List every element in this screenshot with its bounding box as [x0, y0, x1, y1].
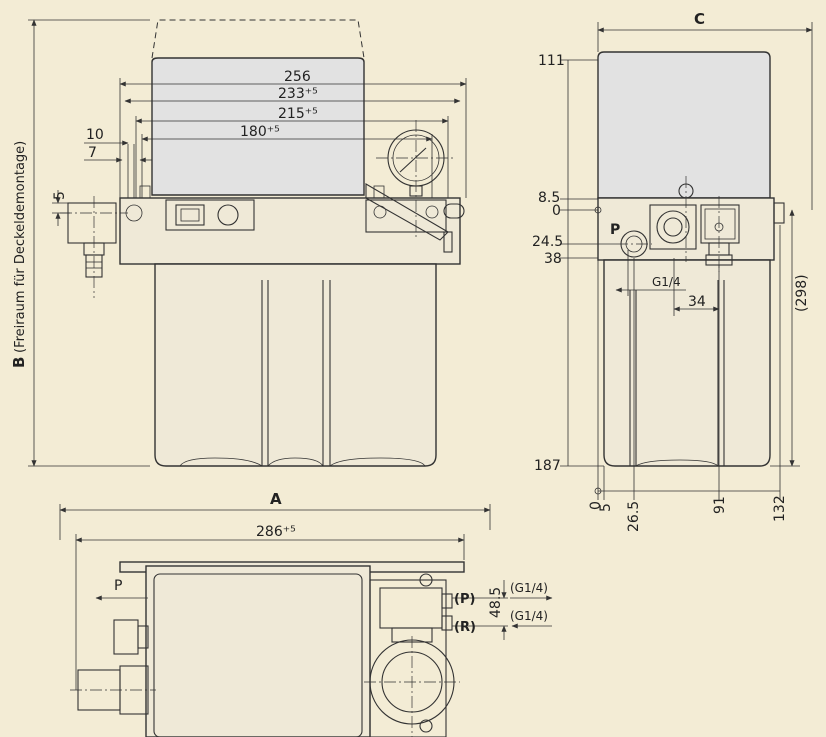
plan-thread-bottom: (G1/4) — [510, 609, 548, 623]
dim-111: 111 — [538, 53, 565, 69]
side-reservoir — [603, 259, 771, 467]
plan-pump-block — [379, 587, 443, 629]
dim-0: 0 — [552, 203, 561, 219]
side-view: C 111 8.5 0 24.5 38 187 P G1/4 34 (298) — [532, 10, 813, 532]
plan-port-P: (P) — [454, 592, 475, 607]
dim-256: 256 — [284, 69, 311, 85]
mounting-plate — [119, 197, 461, 265]
plan-reservoir — [145, 565, 371, 737]
side-cover — [597, 51, 771, 199]
dim-5: 5 — [52, 191, 68, 200]
dim-B-note: (Freiraum für Deckeldemontage) — [13, 141, 28, 353]
dim-B-label: B — [10, 357, 28, 368]
dim-215: 215⁺⁵ — [278, 106, 318, 122]
side-thread-label: G1/4 — [652, 275, 681, 289]
side-port-P-label: P — [610, 222, 620, 238]
pump-bracket — [365, 183, 449, 241]
dim-8-5: 8.5 — [538, 190, 560, 206]
dim-48-5: 48.5 — [488, 587, 504, 618]
dim-34: 34 — [688, 294, 706, 310]
plan-port-R: (R) — [454, 620, 476, 635]
dim-A-label: A — [270, 490, 282, 508]
dim-C-label: C — [694, 10, 705, 28]
switch-panel — [165, 199, 255, 231]
dim-7: 7 — [88, 145, 97, 161]
dim-bottom-26-5: 26.5 — [626, 501, 642, 532]
dim-286: 286⁺⁵ — [256, 524, 296, 540]
dim-38: 38 — [544, 251, 562, 267]
dim-187: 187 — [534, 458, 561, 474]
indicator-lamp — [217, 204, 239, 226]
electrical-connector — [67, 202, 117, 244]
dim-bottom-132: 132 — [772, 495, 788, 522]
dim-180: 180⁺⁵ — [240, 124, 280, 140]
plan-port-P-left: P — [114, 578, 122, 594]
dim-10: 10 — [86, 127, 104, 143]
dim-bottom-0: 0 — [588, 501, 604, 510]
dim-233: 233⁺⁵ — [278, 86, 318, 102]
power-switch — [175, 204, 205, 226]
plan-view: A 286⁺⁵ P 48.5 (P) ( — [59, 490, 553, 737]
side-pump-housing — [649, 204, 697, 250]
plan-thread-top: (G1/4) — [510, 581, 548, 595]
front-view: B (Freiraum für Deckeldemontage) 256 233… — [10, 19, 467, 467]
plan-knurled-nut — [113, 619, 139, 655]
cover-clearance-dashed — [151, 19, 365, 59]
reservoir-cover — [151, 57, 365, 196]
dim-24-5: 24.5 — [532, 234, 563, 250]
dim-bottom-91: 91 — [712, 496, 728, 514]
reservoir-body — [154, 263, 437, 467]
dim-298: (298) — [794, 274, 810, 312]
mounting-slot — [443, 203, 465, 219]
dim-bottom-5: 5 — [598, 503, 614, 512]
